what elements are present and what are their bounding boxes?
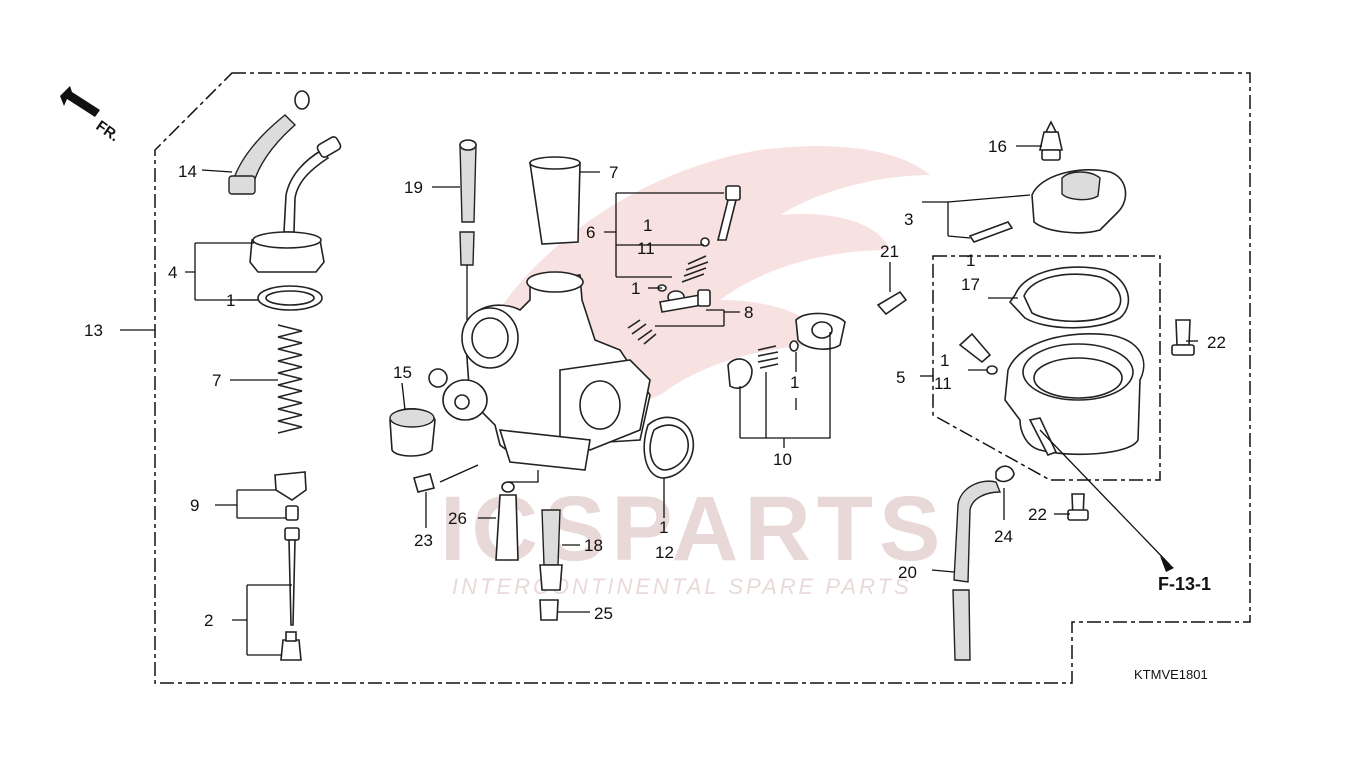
callout-14: 14	[178, 162, 197, 181]
part-23-screw[interactable]	[413, 473, 435, 493]
callout-18: 18	[584, 536, 603, 555]
callout-4: 4	[168, 263, 177, 282]
part-4-cap-pipe-end	[316, 136, 342, 158]
part-3-float[interactable]	[1031, 168, 1127, 234]
part-6-spring	[681, 255, 709, 283]
part-2-needle-jet-top	[285, 631, 297, 642]
callout-1-washer: 1	[631, 279, 640, 298]
float-bowl-base	[498, 429, 591, 471]
callout-2: 2	[204, 611, 213, 630]
callout-13: 13	[84, 321, 103, 340]
callout-22-upper: 22	[1207, 333, 1226, 352]
part-8-spring	[627, 319, 657, 345]
callout-6: 6	[586, 223, 595, 242]
front-direction-indicator: FR.	[60, 86, 122, 145]
part-10-choke-cover[interactable]	[727, 358, 753, 389]
callout-16: 16	[988, 137, 1007, 156]
part-3-float-pin	[968, 221, 1014, 243]
callout-10: 10	[773, 450, 792, 469]
part-14-fuel-tube[interactable]	[231, 114, 297, 191]
callout-25: 25	[594, 604, 613, 623]
callout-9: 9	[190, 496, 199, 515]
leader-lines	[120, 145, 1198, 656]
diagram-code: KTMVE1801	[1134, 667, 1208, 682]
reference-arrow-icon	[1160, 556, 1174, 572]
callout-1-choke: 1	[790, 373, 799, 392]
watermark-tagline: INTERCONTINENTAL SPARE PARTS	[452, 574, 912, 599]
part-9-needle-clip[interactable]	[274, 471, 307, 501]
callout-7-valve: 7	[609, 163, 618, 182]
part-21-screw[interactable]	[876, 290, 908, 316]
part-14-tube-end	[294, 90, 310, 110]
callout-1-gasket: 1	[659, 518, 668, 537]
callout-20: 20	[898, 563, 917, 582]
part-2-jet-needle	[288, 539, 296, 626]
part-4-cap-top	[252, 231, 322, 249]
part-19-vent-tube-upper[interactable]	[459, 144, 477, 223]
callout-7-spring: 7	[212, 371, 221, 390]
part-24-hose-clip[interactable]	[995, 465, 1015, 483]
callout-8: 8	[744, 303, 753, 322]
part-16-float-valve[interactable]	[1039, 131, 1063, 151]
callout-1-pilot: 1	[643, 216, 652, 235]
part-25-main-jet[interactable]	[539, 599, 559, 621]
part-4-cap-pipe[interactable]	[283, 148, 330, 233]
callout-11-air-screw: 11	[934, 374, 952, 393]
part-11-air-screw[interactable]	[958, 332, 992, 364]
assembly-boundary	[154, 72, 1251, 684]
part-18-needle-jet[interactable]	[541, 509, 561, 566]
front-label: FR.	[93, 117, 123, 145]
part-2-jet-needle-head[interactable]	[284, 527, 300, 541]
callout-11-pilot: 11	[637, 239, 655, 258]
watermark-brand: ICSPARTS	[440, 478, 946, 580]
callout-23: 23	[414, 531, 433, 550]
callout-labels: 14 4 1 13 7 9 2 19 7 6 1 11 1 8 15 23 26…	[84, 137, 1226, 630]
reference-link-f-13-1[interactable]: F-13-1	[1158, 574, 1211, 594]
carburetor-throat-top	[526, 271, 584, 293]
callout-1-bowl-gasket: 1	[966, 251, 975, 270]
callout-1-o-ring: 1	[226, 291, 235, 310]
part-20-drain-tube-lower[interactable]	[952, 589, 971, 661]
part-7-throttle-valve[interactable]	[529, 162, 581, 245]
callout-26: 26	[448, 509, 467, 528]
callout-17: 17	[961, 275, 980, 294]
part-14-tube-base	[228, 175, 256, 195]
callout-12: 12	[655, 543, 674, 562]
part-19-vent-tube-lower[interactable]	[459, 231, 475, 266]
part-5-float-bowl[interactable]	[1004, 332, 1145, 456]
callout-21: 21	[880, 242, 899, 261]
callout-1-air-screw: 1	[940, 351, 949, 370]
callout-15: 15	[393, 363, 412, 382]
callout-5: 5	[896, 368, 905, 387]
part-9-retainer	[285, 505, 299, 521]
callout-22-lower: 22	[1028, 505, 1047, 524]
callout-24: 24	[994, 527, 1013, 546]
part-1-o-ring-inner	[265, 290, 315, 306]
carburetor-body[interactable]	[428, 271, 651, 471]
part-20-drain-tube-upper[interactable]	[953, 480, 1002, 583]
float-chamber-group-boundary	[932, 255, 1161, 481]
part-26-main-jet-holder[interactable]	[495, 494, 519, 561]
part-2-needle-jet-holder	[280, 639, 302, 661]
callout-3: 3	[904, 210, 913, 229]
front-arrow-icon	[60, 86, 100, 117]
callout-19: 19	[404, 178, 423, 197]
part-10-spring	[757, 345, 779, 369]
part-7-throttle-spring[interactable]	[277, 324, 303, 434]
